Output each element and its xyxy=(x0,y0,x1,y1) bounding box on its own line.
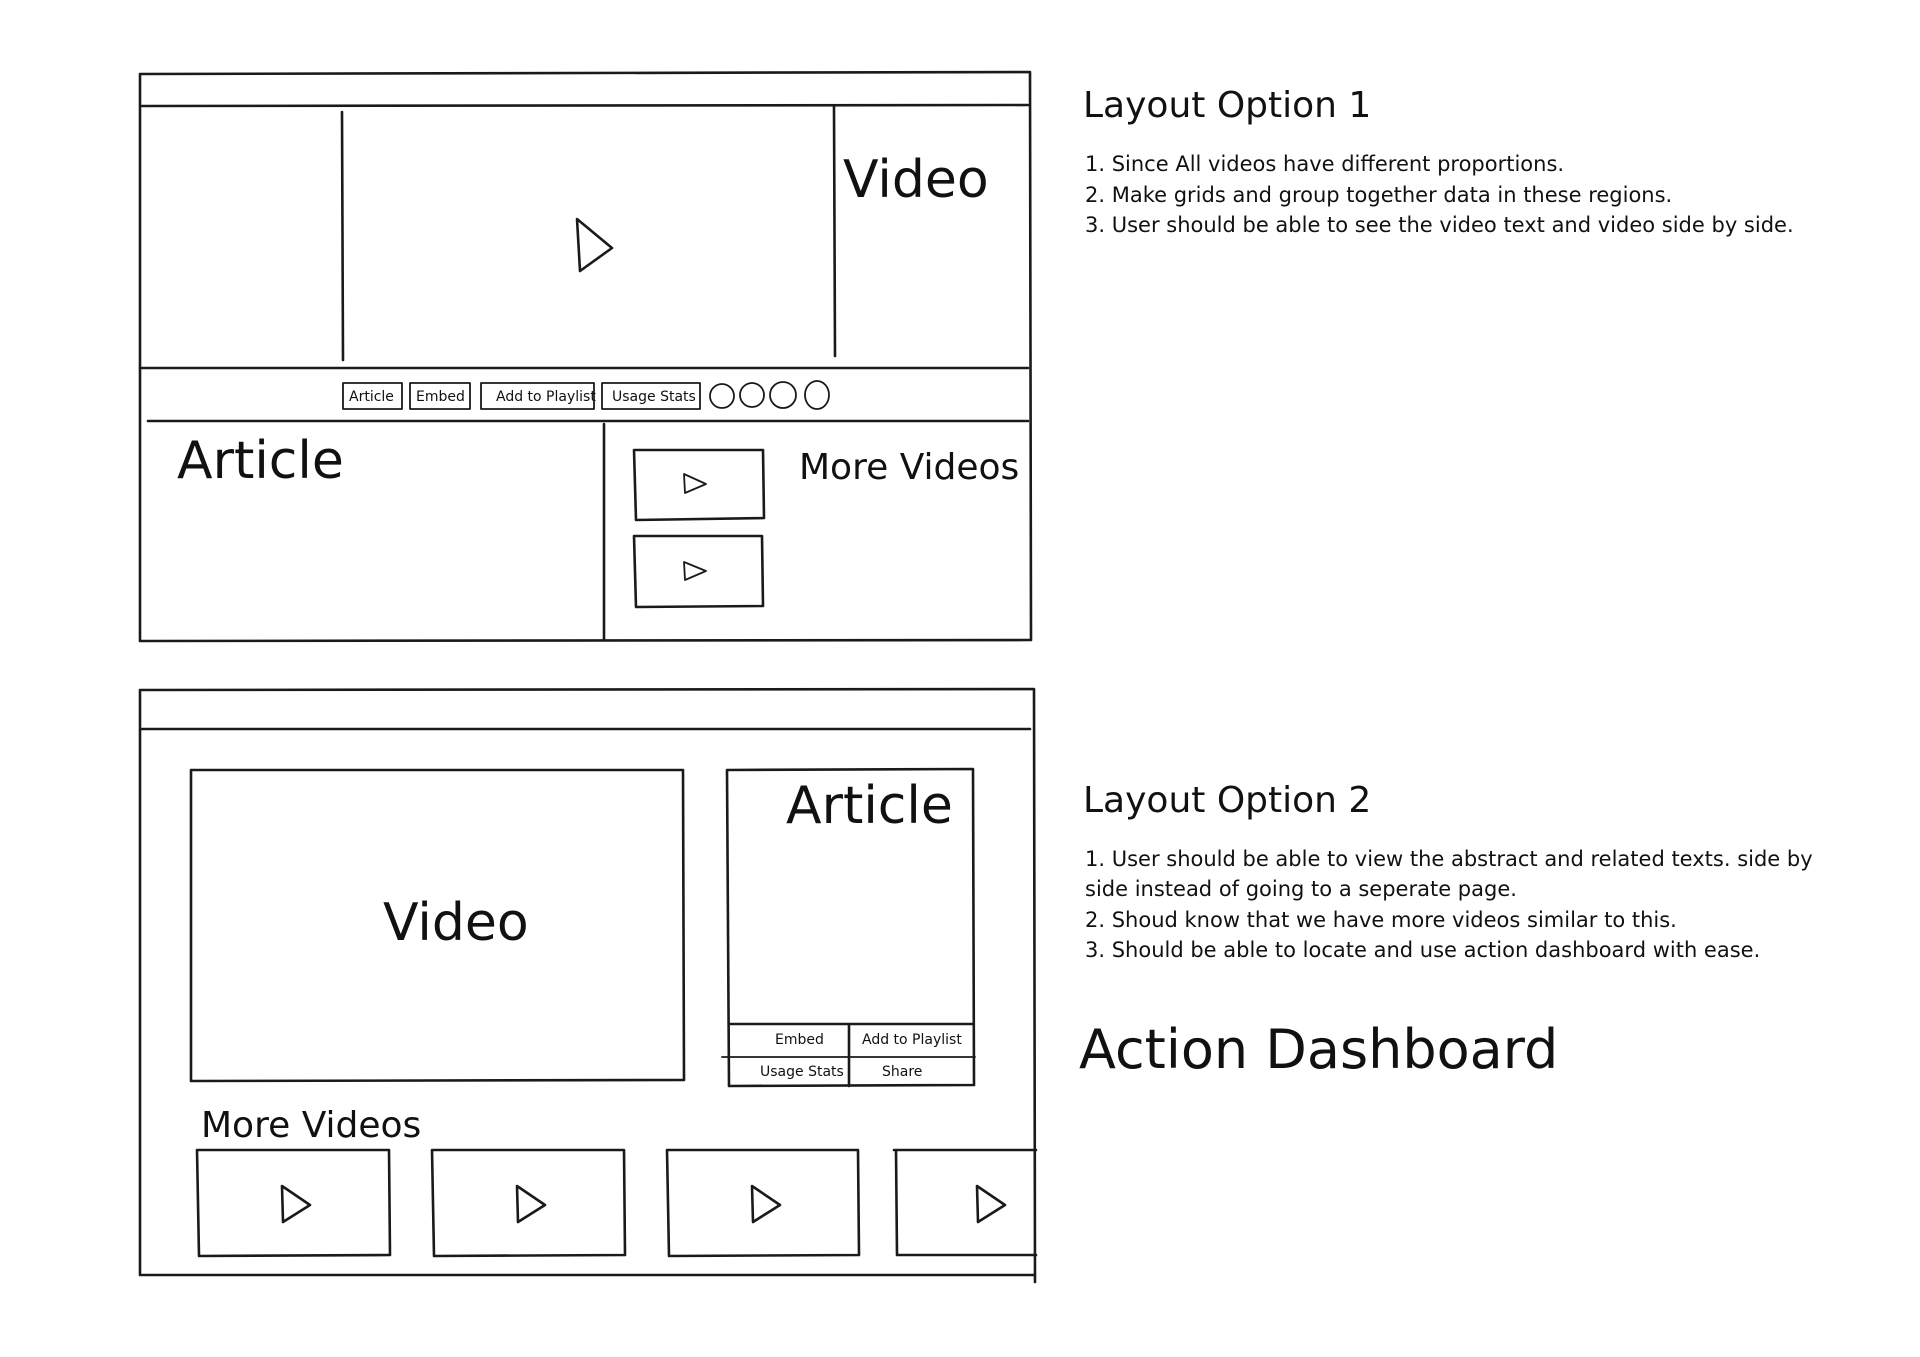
play-icon xyxy=(975,1184,1007,1224)
action-dashboard-title: Action Dashboard xyxy=(1079,1018,1558,1081)
option1-more-videos xyxy=(632,448,766,609)
option1-note-3: 3. User should be able to see the video … xyxy=(1085,213,1794,237)
share-action[interactable]: Share xyxy=(882,1064,922,1080)
play-icon[interactable] xyxy=(575,217,614,273)
article-button[interactable] xyxy=(342,382,403,410)
option1-wireframe xyxy=(138,70,1033,643)
video-thumbnail[interactable] xyxy=(632,534,765,609)
option2-note-3: 2. Shoud know that we have more videos s… xyxy=(1085,908,1677,932)
embed-button[interactable] xyxy=(409,382,471,410)
option1-note-2: 2. Make grids and group together data in… xyxy=(1085,183,1672,207)
add-to-playlist-button-label: Add to Playlist xyxy=(496,389,596,405)
usage-stats-action[interactable]: Usage Stats xyxy=(760,1064,844,1080)
video-thumbnail[interactable] xyxy=(632,448,766,522)
option1-article-label: Article xyxy=(177,431,344,491)
option2-article-label: Article xyxy=(786,776,953,836)
play-icon xyxy=(750,1184,782,1224)
option2-more-videos-label: More Videos xyxy=(201,1105,421,1146)
add-to-playlist-action[interactable]: Add to Playlist xyxy=(862,1032,962,1048)
embed-button-label: Embed xyxy=(416,389,465,405)
option1-note-1: 1. Since All videos have different propo… xyxy=(1085,152,1564,176)
embed-action[interactable]: Embed xyxy=(775,1032,824,1048)
article-button-label: Article xyxy=(349,389,394,405)
circle-icon[interactable] xyxy=(769,381,797,409)
video-thumbnail[interactable] xyxy=(195,1148,392,1258)
option2-wireframe xyxy=(138,687,1037,1284)
play-icon xyxy=(280,1184,312,1224)
option2-video-label: Video xyxy=(383,893,529,953)
video-thumbnail[interactable] xyxy=(665,1148,861,1258)
play-icon xyxy=(683,561,707,581)
option1-heading: Layout Option 1 xyxy=(1083,85,1371,126)
add-to-playlist-button[interactable] xyxy=(480,382,595,410)
option2-note-4: 3. Should be able to locate and use acti… xyxy=(1085,938,1760,962)
option1-toolbar: Article Embed Add to Playlist Usage Stat… xyxy=(342,380,830,410)
play-icon xyxy=(683,473,707,494)
usage-stats-button[interactable] xyxy=(601,382,701,410)
video-thumbnail[interactable] xyxy=(892,1148,1038,1257)
option2-heading: Layout Option 2 xyxy=(1083,780,1371,821)
circle-icon[interactable] xyxy=(804,380,830,410)
circle-icon[interactable] xyxy=(709,383,735,409)
option1-video-label: Video xyxy=(843,150,989,210)
usage-stats-button-label: Usage Stats xyxy=(612,389,696,405)
circle-icon[interactable] xyxy=(739,382,765,408)
video-thumbnail[interactable] xyxy=(430,1148,627,1258)
option1-more-videos-label: More Videos xyxy=(799,447,1019,488)
option2-note-1: 1. User should be able to view the abstr… xyxy=(1085,847,1813,871)
option2-note-2: side instead of going to a seperate page… xyxy=(1085,877,1517,901)
option2-more-videos xyxy=(195,1148,1038,1258)
option2-action-grid: Embed Add to Playlist Usage Stats Share xyxy=(760,1032,962,1080)
play-icon xyxy=(515,1184,547,1224)
